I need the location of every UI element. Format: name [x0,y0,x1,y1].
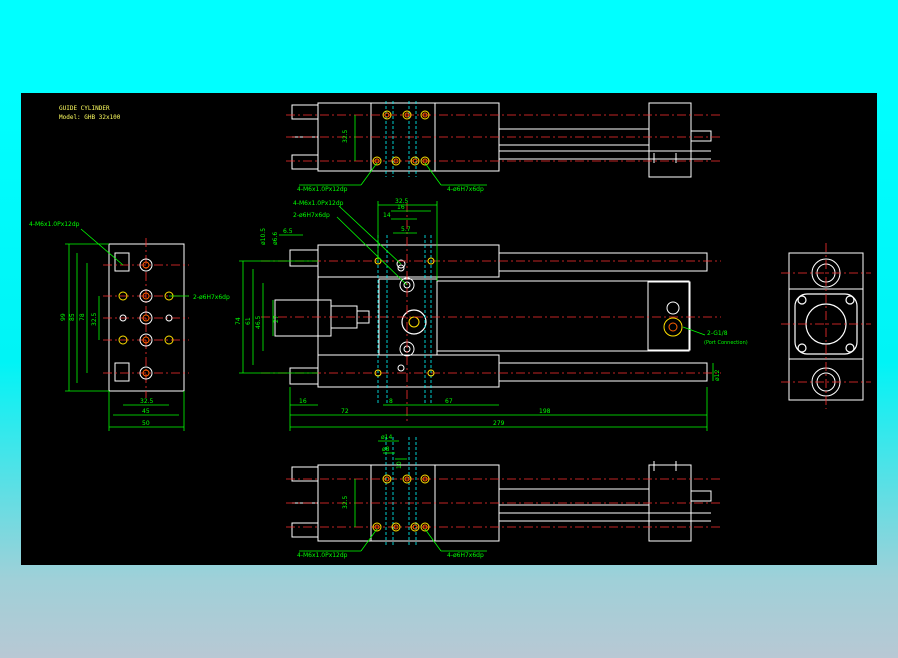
drawing-model: Model: GHB 32x100 [59,114,121,121]
main-dim-8-w: 8 [389,398,393,405]
bottom-dim-32-5: 32.5 [342,495,349,509]
side-dim-50: 50 [142,420,150,427]
bottom-view: ø14 ø8 10 32.5 [286,434,721,552]
side-dim-78: 78 [79,313,86,321]
main-dim-phi6-6: ø6.6 [272,232,279,245]
side-dim-99: 99 [60,313,67,321]
main-dim-phi12: ø12 [714,370,721,381]
side-view: 99 85 78 32.5 32.5 45 50 [60,228,189,431]
bottom-dim-10: 10 [396,461,403,469]
main-dim-67: 67 [445,398,453,405]
bottom-dim-phi8: ø8 [382,446,390,453]
main-dim-16: 16 [397,204,405,211]
main-dim-46-5: 46.5 [255,315,262,329]
callout-port: 2-G1/8 [707,330,728,337]
top-view: 32.5 [286,101,721,186]
main-dim-61: 61 [245,317,252,325]
callout-tap-bottom: 4-M6x1.0Px12dp [297,552,348,559]
main-dim-74: 74 [235,317,242,325]
side-dim-32-5-h: 32.5 [140,398,154,405]
main-dim-32-5: 32.5 [395,198,409,205]
callout-tap-top: 4-M6x1.0Px12dp [297,186,348,193]
callout-pin-bottom: 4-ø6H7x6dp [447,552,484,559]
callout-side-tap: 4-M6x1.0Px12dp [29,221,80,228]
top-dim-32-5: 32.5 [342,129,349,143]
main-dim-16-w: 16 [299,398,307,405]
main-view: 32.5 16 14 5.7 6.5 ø10.5 ø6.6 74 61 46.5… [235,198,721,431]
main-dim-198: 198 [539,408,551,415]
cad-drawing-canvas: GUIDE CYLINDER Model: GHB 32x100 32.5 [21,93,877,565]
bottom-dim-phi14: ø14 [381,434,392,441]
main-dim-5-7: 5.7 [401,226,411,233]
cad-drawing: GUIDE CYLINDER Model: GHB 32x100 32.5 [29,101,871,559]
main-dim-279: 279 [493,420,505,427]
main-dim-14: 14 [383,212,391,219]
callout-port-note: (Port Connection) [704,340,748,346]
main-dim-27: 27 [273,315,280,323]
callout-side-pin: 2-ø6H7x6dp [193,294,230,301]
callout-pin-top: 4-ø6H7x6dp [447,186,484,193]
side-dim-32-5-v: 32.5 [91,312,98,326]
side-dim-45: 45 [142,408,150,415]
end-view [781,243,871,409]
callout-mid-tap: 4-M6x1.0Px12dp [293,200,344,207]
callout-mid-pin: 2-ø6H7x6dp [293,212,330,219]
main-dim-6-5: 6.5 [283,228,293,235]
main-dim-72: 72 [341,408,349,415]
side-dim-85: 85 [69,313,76,321]
main-dim-phi10-5: ø10.5 [260,228,267,245]
drawing-title: GUIDE CYLINDER [59,105,110,112]
